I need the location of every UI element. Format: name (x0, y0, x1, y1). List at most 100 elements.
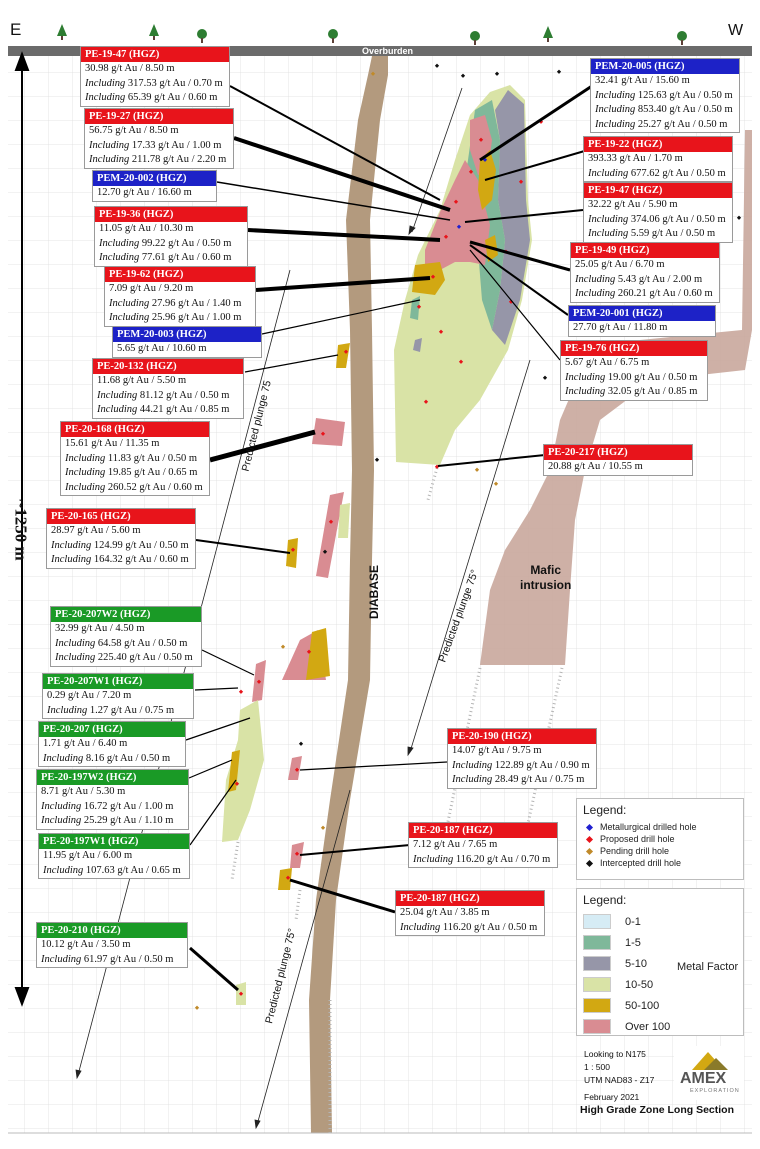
intercept-hole-id: PEM-20-001 (HGZ) (569, 306, 715, 321)
diamond-marker-icon (585, 847, 594, 855)
intercept-box: PE-20-207W2 (HGZ)32.99 g/t Au / 4.50 m In… (50, 606, 202, 667)
tree-icon (149, 24, 159, 40)
intercept-line: Including 317.53 g/t Au / 0.70 m (85, 77, 223, 89)
intercept-box: PE-19-22 (HGZ)393.33 g/t Au / 1.70 m Incl… (583, 136, 733, 182)
metal-legend-item: 5-10 (583, 953, 743, 974)
intercept-line: Including 11.83 g/t Au / 0.50 m (65, 452, 198, 464)
metal-legend-label: 0-1 (625, 915, 641, 928)
intercept-line: Including 64.58 g/t Au / 0.50 m (55, 637, 188, 649)
projection: UTM NAD83 - Z17 (584, 1075, 655, 1085)
intercept-box: PEM-20-005 (HGZ)32.41 g/t Au / 15.60 m In… (590, 58, 740, 133)
intercept-line: Including 116.20 g/t Au / 0.50 m (400, 921, 538, 933)
metal-factor-swatch (583, 956, 611, 971)
intercept-hole-id: PE-20-197W1 (HGZ) (39, 834, 189, 849)
intercept-line: Including 44.21 g/t Au / 0.85 m (97, 404, 230, 415)
intercept-line: 30.98 g/t Au / 8.50 m (85, 63, 175, 74)
drill-legend-label: Proposed drill hole (600, 834, 675, 844)
intercept-line: Including 5.43 g/t Au / 2.00 m (575, 273, 703, 285)
logo-text: AMEX (680, 1070, 727, 1087)
east-label: E (10, 20, 22, 39)
intercept-hole-id: PEM-20-002 (HGZ) (93, 171, 216, 186)
diamond-marker-icon (585, 835, 594, 843)
tree-icon (470, 31, 480, 45)
metal-legend-label: 5-10 (625, 957, 648, 970)
intercept-box: PE-20-217 (HGZ)20.88 g/t Au / 10.55 m (543, 444, 693, 476)
intercept-line: Including 374.06 g/t Au / 0.50 m (588, 213, 726, 225)
intercept-line: 56.75 g/t Au / 8.50 m (89, 125, 179, 136)
intercept-hole-id: PE-20-187 (HGZ) (409, 823, 557, 838)
intercept-line: 32.99 g/t Au / 4.50 m (55, 623, 145, 634)
intercept-hole-id: PE-20-207W2 (HGZ) (51, 607, 201, 622)
intercept-line: 27.70 g/t Au / 11.80 m (573, 322, 668, 333)
drill-legend-title: Legend: (583, 803, 627, 817)
intercept-hole-id: PE-20-187 (HGZ) (396, 891, 544, 906)
intercept-hole-id: PE-20-217 (HGZ) (544, 445, 692, 460)
metal-legend-item: Over 100 (583, 1016, 743, 1037)
intercept-line: 8.71 g/t Au / 5.30 m (41, 786, 126, 797)
intercept-hole-id: PE-20-165 (HGZ) (47, 509, 195, 524)
map-info: Looking to N175 1 : 500 UTM NAD83 - Z17 (584, 1048, 654, 1087)
intercept-line: 14.07 g/t Au / 9.75 m (452, 745, 542, 756)
intercept-line: 0.29 g/t Au / 7.20 m (47, 690, 132, 701)
metal-factor-label: Metal Factor (677, 961, 739, 973)
tree-icon (197, 29, 207, 43)
intercept-hole-id: PE-19-76 (HGZ) (561, 341, 707, 356)
intercept-line: Including 25.27 g/t Au / 0.50 m (595, 118, 728, 130)
intercept-hole-id: PE-19-47 (HGZ) (81, 47, 229, 62)
intercept-line: Including 99.22 g/t Au / 0.50 m (99, 237, 232, 249)
west-label: W (728, 22, 744, 39)
intercept-hole-id: PE-20-132 (HGZ) (93, 359, 243, 374)
intercept-hole-id: PEM-20-003 (HGZ) (113, 327, 261, 342)
diabase-dike (309, 56, 388, 1133)
intercept-hole-id: PE-20-168 (HGZ) (61, 422, 209, 437)
intercept-line: 32.41 g/t Au / 15.60 m (595, 75, 690, 86)
intercept-box: PEM-20-001 (HGZ)27.70 g/t Au / 11.80 m (568, 305, 716, 337)
intercept-line: Including 107.63 g/t Au / 0.65 m (43, 864, 181, 876)
intercept-line: 25.05 g/t Au / 6.70 m (575, 259, 665, 270)
intercept-line: 7.09 g/t Au / 9.20 m (109, 283, 194, 294)
logo-subtext: EXPLORATION (690, 1088, 740, 1094)
intercept-line: 28.97 g/t Au / 5.60 m (51, 525, 141, 536)
metal-legend-item: 10-50 (583, 974, 743, 995)
intercept-hole-id: PE-19-49 (HGZ) (571, 243, 719, 258)
intercept-box: PEM-20-003 (HGZ)5.65 g/t Au / 10.60 m (112, 326, 262, 358)
intercept-line: Including 116.20 g/t Au / 0.70 m (413, 853, 551, 865)
metal-factor-swatch (583, 914, 611, 929)
intercept-line: Including 17.33 g/t Au / 1.00 m (89, 139, 222, 151)
diabase-label: DIABASE (367, 564, 382, 620)
intercept-hole-id: PE-19-22 (HGZ) (584, 137, 732, 152)
metal-legend-title: Legend: (583, 893, 627, 907)
overburden-label: Overburden (362, 46, 414, 56)
intercept-line: 25.04 g/t Au / 3.85 m (400, 907, 490, 918)
intercept-line: Including 225.40 g/t Au / 0.50 m (55, 652, 193, 663)
intercept-box: PE-20-187 (HGZ)25.04 g/t Au / 3.85 m Incl… (395, 890, 545, 936)
intercept-hole-id: PE-19-47 (HGZ) (584, 183, 732, 198)
intercept-line: Including 853.40 g/t Au / 0.50 m (595, 104, 733, 115)
intercept-line: Including 677.62 g/t Au / 0.50 m (588, 167, 726, 179)
intercept-line: 393.33 g/t Au / 1.70 m (588, 153, 683, 164)
proposed-traces (230, 467, 564, 1133)
intercept-box: PE-19-47 (HGZ)30.98 g/t Au / 8.50 m Inclu… (80, 46, 230, 107)
map-date: February 2021 (584, 1092, 640, 1102)
intercept-hole-id: PEM-20-005 (HGZ) (591, 59, 739, 74)
intercept-line: Including 77.61 g/t Au / 0.60 m (99, 252, 232, 263)
intercept-hole-id: PE-20-207 (HGZ) (39, 722, 185, 737)
drill-legend-label: Pending drill hole (600, 846, 670, 856)
intercept-hole-id: PE-20-197W2 (HGZ) (37, 770, 188, 785)
intercept-hole-id: PE-20-207W1 (HGZ) (43, 674, 193, 689)
drill-legend-item: Pending drill hole (585, 845, 743, 857)
metal-legend-item: 50-100 (583, 995, 743, 1016)
